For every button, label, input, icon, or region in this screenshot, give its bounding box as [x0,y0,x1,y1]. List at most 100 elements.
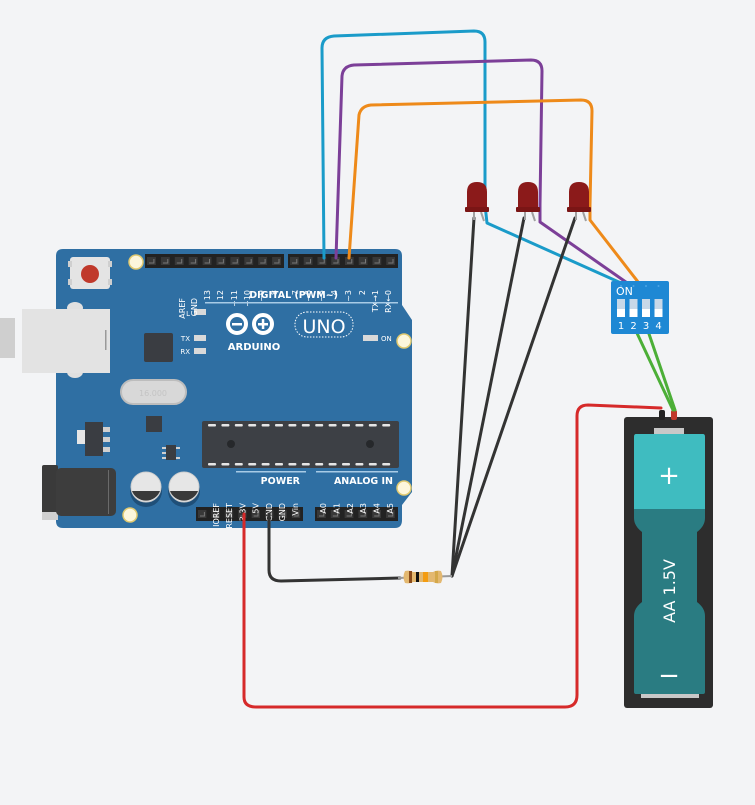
chip-pin [234,424,243,427]
chip-pin [355,463,364,466]
resistor-band [423,572,428,582]
chip-pin [368,463,377,466]
arduino-logo: ARDUINO [226,313,280,353]
pin-label: A4 [373,503,382,514]
battery-positive-lead[interactable] [671,410,677,420]
wire-switch1-to-battery[interactable] [634,329,675,412]
header-socket[interactable] [198,510,207,518]
header-socket[interactable] [290,257,299,265]
header-socket[interactable] [202,257,212,265]
reset-button[interactable] [68,257,112,289]
header-socket[interactable] [358,257,368,265]
pin-label: GND [265,503,274,521]
crystal: 16.000 [120,379,187,405]
header-socket[interactable] [303,257,313,265]
header-socket[interactable] [358,510,368,518]
dip-switch-number: 1 [618,321,624,332]
chip-pin [234,463,243,466]
digital-pin-label: ~9 [257,290,266,302]
led-rim [465,207,489,212]
chip-pin [288,463,297,466]
header-socket[interactable] [244,257,254,265]
mounting-hole [128,254,144,270]
header-socket[interactable] [160,257,170,265]
chip-pin [382,463,391,466]
dip-on-label: ON [616,285,633,298]
header-socket[interactable] [147,257,156,265]
positive-terminal-symbol: + [658,461,680,491]
crystal-text: 16.000 [139,389,167,398]
chip-pin [315,424,324,427]
arduino-board[interactable]: 16.000 [0,249,412,529]
wire-3v3-to-battery[interactable] [242,403,663,709]
header-socket[interactable] [188,257,198,265]
header-socket[interactable] [224,510,234,518]
red-led[interactable] [465,182,489,222]
chip-pin [261,463,270,466]
chip-pin [261,424,270,427]
header-socket[interactable] [372,257,382,265]
header-socket[interactable] [386,257,395,265]
header-socket[interactable] [331,257,340,265]
header-socket[interactable] [216,257,226,265]
digital-pin-label: TX→1 [371,290,380,313]
wire-led1-ground[interactable] [450,216,476,578]
dip-toggle[interactable]: 3 [642,285,650,332]
wire-gnd-to-resistor[interactable] [267,512,402,583]
header-socket[interactable] [272,257,281,265]
digital-pin-label: ~3 [344,290,353,302]
header-socket[interactable] [258,257,268,265]
resistor-band [435,571,438,583]
led-on: ON [363,335,392,343]
digital-pin-label: ~6 [304,290,313,302]
led-l: L [186,309,206,318]
header-socket[interactable] [230,257,240,265]
digital-pin-label: ~5 [317,290,326,302]
dip-toggle[interactable]: 2 [629,285,638,332]
battery-negative-lead[interactable] [659,410,665,420]
aa-battery[interactable]: + − AA 1.5V [624,410,713,708]
led-rim [516,207,540,212]
wire-led2-ground[interactable] [450,216,526,578]
led-body [467,182,487,210]
header-socket[interactable] [291,510,301,518]
infinity-left [226,313,248,335]
header-socket[interactable] [251,510,260,518]
red-led[interactable] [516,182,540,222]
header-socket[interactable] [372,510,381,518]
wire-pin3-to-switch[interactable] [347,98,644,289]
red-led[interactable] [567,182,591,222]
resistor[interactable] [397,570,453,584]
header-socket[interactable] [344,510,354,518]
header-socket[interactable] [330,510,340,518]
led-anode [480,211,485,222]
header-socket[interactable] [174,257,184,265]
pin-label: A1 [332,503,341,514]
led-rim [567,207,591,212]
dip-toggle[interactable]: 1 [617,285,625,332]
wire-pin4-to-switch[interactable] [334,58,635,289]
dip-toggle[interactable]: 4 [654,285,663,332]
header-socket[interactable] [317,510,326,518]
mounting-hole [396,480,412,496]
wire-switch2-to-battery[interactable] [646,329,677,412]
digital-pin-label: ~11 [230,290,239,307]
header-socket[interactable] [211,510,220,518]
header-socket[interactable] [317,257,327,265]
header-socket[interactable] [278,510,287,518]
mounting-hole [122,507,138,523]
wire-led3-ground[interactable] [450,216,577,578]
pin-label: A2 [346,503,355,514]
mounting-hole [396,333,412,349]
chip-pin [288,424,297,427]
pin-label: A5 [386,503,395,514]
header-socket[interactable] [345,257,354,265]
wire-pin5-to-switch[interactable] [320,29,632,289]
header-socket[interactable] [386,510,395,518]
digital-pin-label: 12 [216,290,225,300]
led-body [518,182,538,210]
